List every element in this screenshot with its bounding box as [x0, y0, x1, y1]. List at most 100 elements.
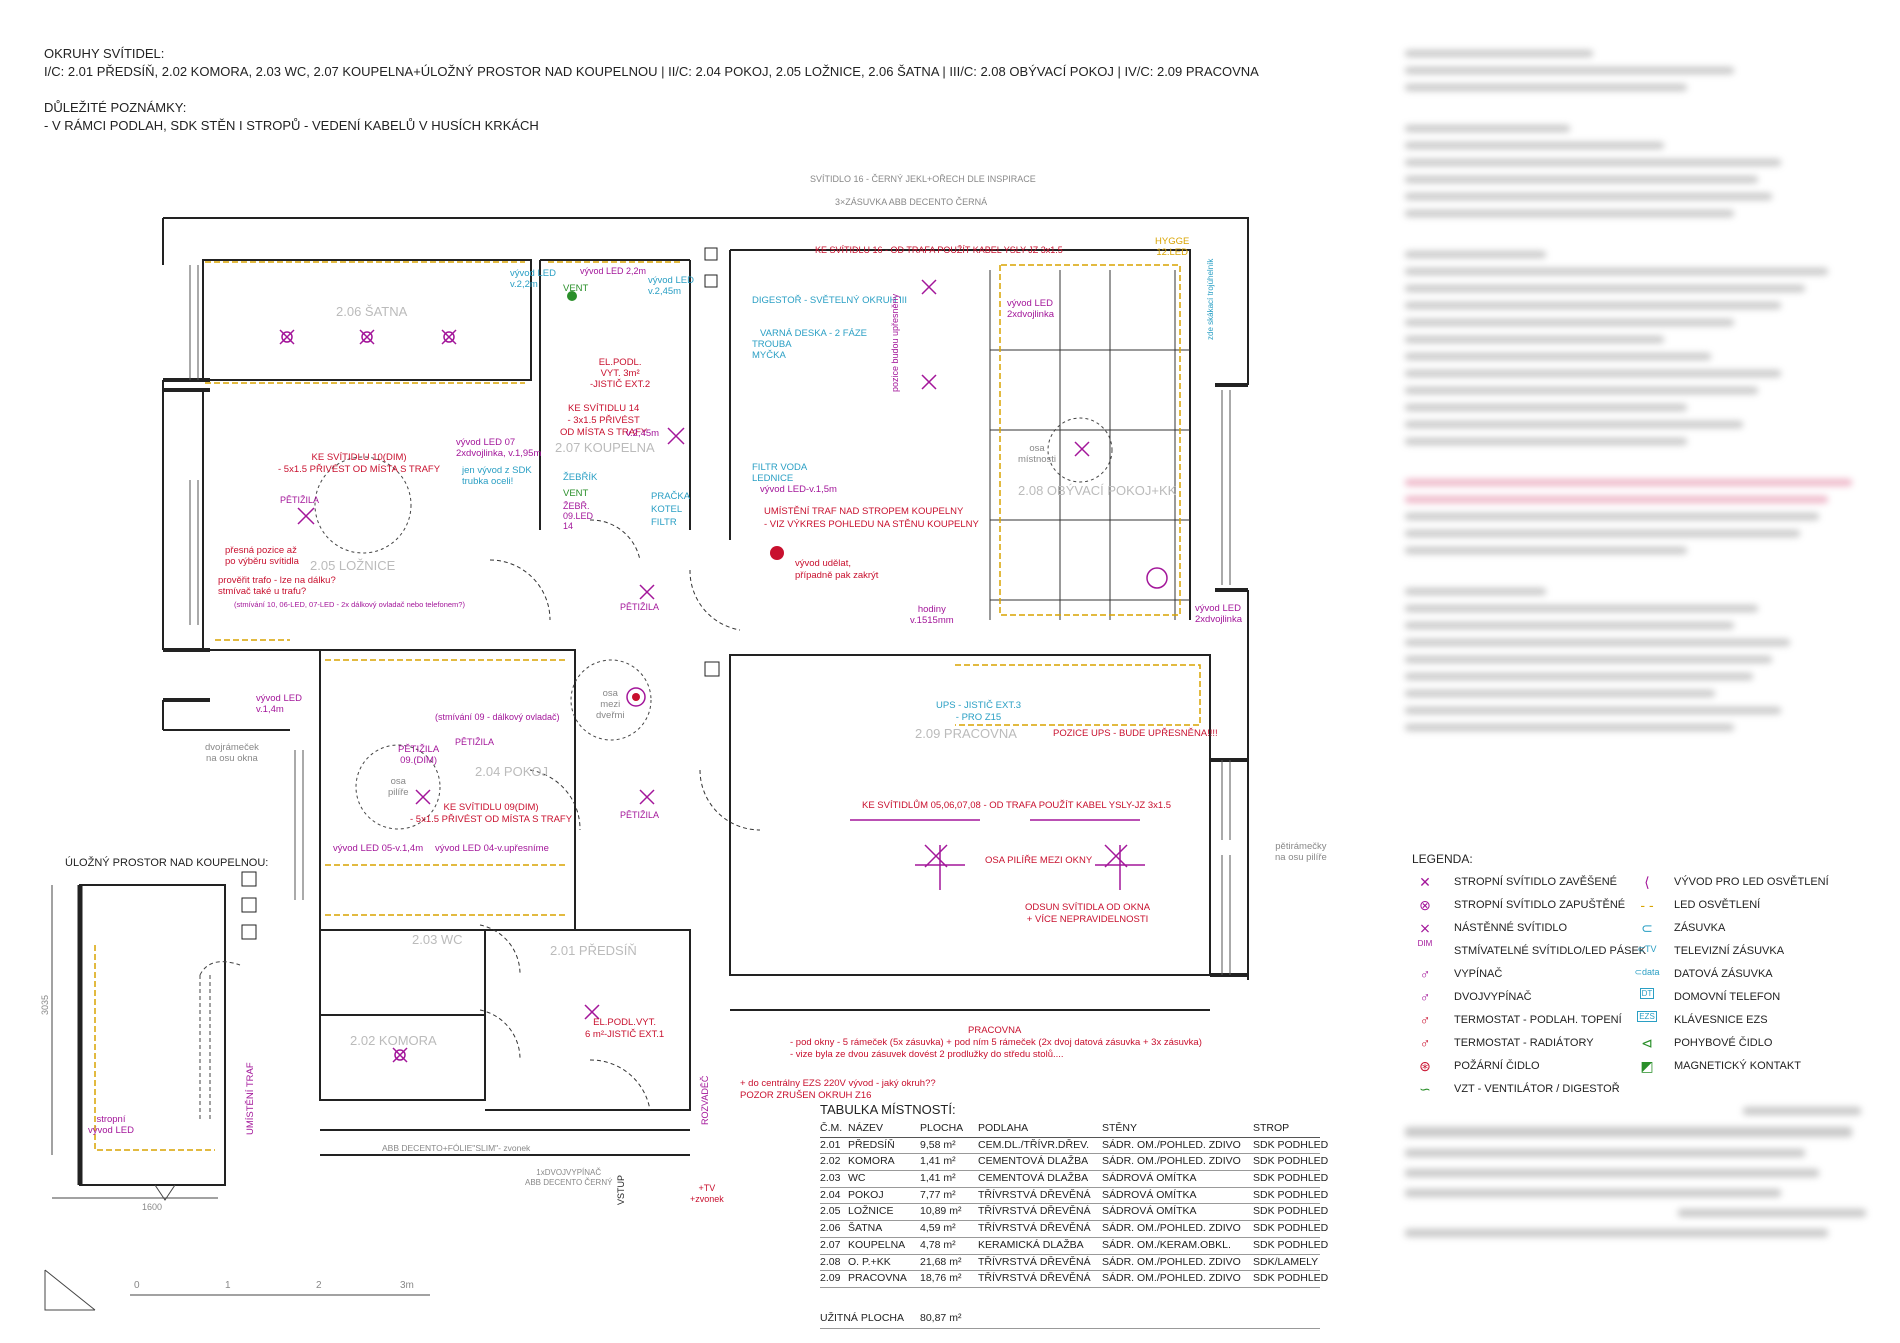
- label-dvojramecek: dvojrámeček na osu okna: [205, 742, 259, 764]
- ezs-symbol-text: EZS: [1637, 1011, 1657, 1022]
- room-label-loznice: 2.05 LOŽNICE: [310, 558, 396, 573]
- label-vyvod-led-15: vývod LED-v.1,5m: [760, 484, 837, 495]
- fire-sensor-icon: ⊛: [1419, 1058, 1431, 1074]
- table-cell: 2.06: [820, 1222, 841, 1235]
- table-cell: 18,76 m²: [920, 1272, 962, 1285]
- room-label-satna: 2.06 ŠATNA: [336, 304, 408, 319]
- table-cell: SDK PODHLED: [1253, 1155, 1329, 1168]
- dimension-3035: 3035: [40, 994, 50, 1015]
- data-socket-icon: ⊂data: [1634, 967, 1660, 977]
- table-cell: SDK PODHLED: [1253, 1238, 1329, 1251]
- label-zebrik: ŽEBŘÍK: [563, 472, 598, 483]
- table-cell: SDK PODHLED: [1253, 1172, 1329, 1185]
- table-cell: PŘEDSÍŇ: [848, 1138, 895, 1151]
- legend-item-left-0: STROPNÍ SVÍTIDLO ZAVĚŠENÉ: [1454, 876, 1617, 888]
- double-switch-icon: ♂: [1419, 989, 1431, 1005]
- top-note-2: 3×ZÁSUVKA ABB DECENTO ČERNÁ: [835, 197, 987, 207]
- scale-tick-3m: 3m: [400, 1280, 414, 1291]
- dt-symbol-text: DT: [1639, 988, 1655, 999]
- label-varna: VARNÁ DESKA - 2 FÁZE: [760, 328, 867, 339]
- total-value: 80,87 m²: [920, 1311, 962, 1324]
- label-hygge: HYGGE 12.LED: [1155, 236, 1190, 258]
- table-cell: SÁDR. OM./KERAM.OBKL.: [1102, 1238, 1231, 1251]
- svg-text:(stmívání 09 - dálkový ovladač: (stmívání 09 - dálkový ovladač): [435, 712, 560, 722]
- total-label: UŽITNÁ PLOCHA: [820, 1311, 905, 1324]
- table-cell: 2.01: [820, 1138, 841, 1151]
- label-vyvod-led-245: vývod LED v.2,45m: [648, 275, 694, 297]
- table-cell: KERAMICKÁ DLAŽBA: [978, 1238, 1084, 1251]
- table-cell: KOUPELNA: [848, 1238, 906, 1251]
- table-cell: O. P.+KK: [848, 1255, 891, 1268]
- table-cell: 2.04: [820, 1188, 841, 1201]
- table-total: UŽITNÁ PLOCHA 80,87 m²: [820, 1288, 1320, 1329]
- table-cell: POKOJ: [848, 1188, 884, 1201]
- dim-symbol-text: DIM: [1417, 939, 1433, 948]
- label-vent-1: VENT: [563, 283, 589, 294]
- room-table: TABULKA MÍSTNOSTÍ: Č.M. NÁZEV PLOCHA POD…: [820, 1102, 1328, 1329]
- table-cell: SÁDR. OM./POHLED. ZDIVO: [1102, 1255, 1241, 1268]
- legend-item-left-9: VZT - VENTILÁTOR / DIGESTOŘ: [1454, 1083, 1620, 1095]
- table-cell: ŠATNA: [848, 1222, 883, 1235]
- th-walls: STĚNY: [1102, 1122, 1138, 1134]
- dimension-1600: 1600: [142, 1202, 163, 1212]
- legend-item-left-4: VYPÍNAČ: [1454, 968, 1503, 980]
- circuits-title: OKRUHY SVÍTIDEL:: [44, 46, 165, 61]
- legend-item-right-3: TELEVIZNÍ ZÁSUVKA: [1674, 945, 1785, 957]
- notes-text: - V RÁMCI PODLAH, SDK STĚN I STROPŮ - VE…: [44, 118, 539, 133]
- legend-item-right-4: DATOVÁ ZÁSUVKA: [1674, 968, 1773, 980]
- legend-item-left-1: STROPNÍ SVÍTIDLO ZAPUŠTĚNÉ: [1454, 899, 1626, 911]
- label-ke14: KE SVÍTIDLU 14 - 3x1.5 PŘIVÉST OD MÍSTA …: [560, 403, 648, 438]
- label-osa-mistnosti: osa místnosti: [1018, 443, 1057, 465]
- th-name: NÁZEV: [848, 1122, 884, 1134]
- room-label-komora: 2.02 KOMORA: [350, 1033, 437, 1048]
- led-strip-icon: - -: [1640, 897, 1654, 913]
- legend-title: LEGENDA:: [1412, 852, 1473, 866]
- table-cell: 21,68 m²: [920, 1255, 962, 1268]
- table-cell: 2.08: [820, 1255, 841, 1268]
- room-label-predsin: 2.01 PŘEDSÍŇ: [550, 943, 637, 958]
- storage-box: [79, 884, 226, 1186]
- label-pracka: PRAČKA KOTEL FILTR: [651, 491, 691, 528]
- table-cell: 2.05: [820, 1205, 841, 1218]
- table-cell: 4,78 m²: [920, 1238, 956, 1251]
- table-cell: 7,77 m²: [920, 1188, 956, 1201]
- legend-item-left-2: NÁSTĚNNÉ SVÍTIDLO: [1454, 922, 1568, 934]
- table-cell: 1,41 m²: [920, 1155, 956, 1168]
- label-rozvadec: ROZVADĚČ: [700, 1075, 710, 1125]
- label-pracovna-text: - pod okny - 5 rámeček (5x zásuvka) + po…: [790, 1037, 1202, 1060]
- table-cell: SDK PODHLED: [1253, 1138, 1329, 1151]
- label-zvonek: ABB DECENTO+FÓLIE"SLIM"- zvonek: [382, 1143, 531, 1153]
- tv-symbol-text: TV: [1645, 944, 1657, 954]
- table-cell: 10,89 m²: [920, 1205, 962, 1218]
- scale-tick-2: 2: [316, 1280, 322, 1291]
- table-cell: SÁDR. OM./POHLED. ZDIVO: [1102, 1138, 1241, 1151]
- socket-icon: ⊂: [1641, 920, 1653, 936]
- table-cell: 1,41 m²: [920, 1172, 956, 1185]
- label-ke-05: KE SVÍTIDLŮM 05,06,07,08 - OD TRAFA POUŽ…: [862, 800, 1172, 811]
- table-cell: TŘÍVRSTVÁ DŘEVĚNÁ: [978, 1222, 1091, 1235]
- table-cell: WC: [848, 1172, 866, 1185]
- legend-item-left-5: DVOJVYPÍNAČ: [1454, 991, 1532, 1003]
- svg-text:PĚTIŽILA: PĚTIŽILA: [455, 737, 494, 747]
- label-lednice: FILTR VODA LEDNICE: [752, 462, 808, 484]
- dim-icon: DIM: [1412, 940, 1438, 948]
- room-label-wc: 2.03 WC: [412, 932, 463, 947]
- label-pracovna-title: PRACOVNA: [968, 1025, 1022, 1036]
- label-umisteni-traf: UMÍSTĚNÍ TRAF NAD STROPEM KOUPELNY - VIZ…: [764, 506, 979, 530]
- th-floor: PODLAHA: [978, 1122, 1029, 1134]
- legend-item-right-7: POHYBOVÉ ČIDLO: [1674, 1037, 1773, 1049]
- legend-item-right-2: ZÁSUVKA: [1674, 922, 1726, 934]
- switch-icon: ♂: [1419, 966, 1431, 982]
- label-vyvod-led-2dvojlinka-2: vývod LED 2xdvojlinka: [1195, 603, 1242, 625]
- scale-tick-1: 1: [225, 1280, 231, 1291]
- table-cell: SDK/LAMELY: [1253, 1255, 1319, 1268]
- label-jen-vyvod: jen vývod z SDK trubka oceli!: [462, 465, 532, 487]
- label-v245: v.2,45m: [626, 428, 660, 439]
- label-uloz-title: ÚLOŽNÝ PROSTOR NAD KOUPELNOU:: [65, 857, 269, 869]
